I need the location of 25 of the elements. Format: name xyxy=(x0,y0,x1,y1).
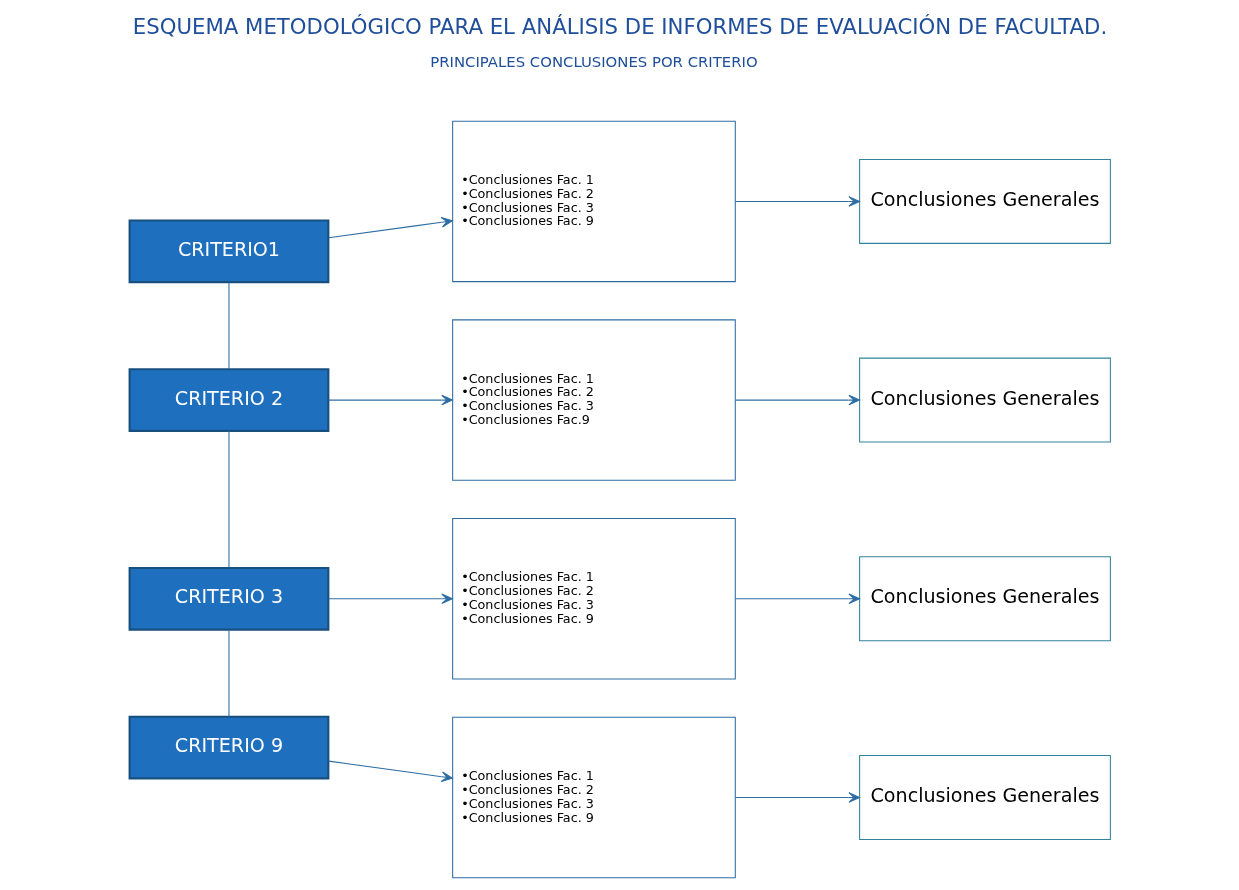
node-box: Conclusiones Generales xyxy=(858,556,1111,642)
connector xyxy=(227,629,229,717)
node-box: CRITERIO 9 xyxy=(128,715,329,780)
connector xyxy=(227,282,229,370)
label: PRINCIPALES CONCLUSIONES POR CRITERIO xyxy=(429,53,758,72)
arrow xyxy=(734,196,860,207)
node-box: CRITERIO 2 xyxy=(128,368,329,432)
node-box: Conclusiones Generales xyxy=(858,158,1111,244)
node-box: •Conclusiones Fac. 1 •Conclusiones Fac. 2 •Conclusiones Fac. 3 •Conclusiones Fac. 9 xyxy=(451,518,736,680)
node-box: Conclusiones Generales xyxy=(858,755,1111,840)
arrow xyxy=(734,394,860,406)
arrow xyxy=(327,593,453,605)
arrow xyxy=(327,760,453,782)
node-box: •Conclusiones Fac. 1 •Conclusiones Fac. 2 •Conclusiones Fac. 3 •Conclusiones Fac. 9 xyxy=(451,120,736,283)
node-box: CRITERIO1 xyxy=(128,219,329,284)
arrow xyxy=(327,216,453,239)
connector xyxy=(227,430,229,569)
arrow xyxy=(734,792,860,803)
arrow xyxy=(327,394,453,406)
node-box: CRITERIO 3 xyxy=(128,566,329,631)
diagram-title: ESQUEMA METODOLÓGICO PARA EL ANÁLISIS DE INFORMES DE EVALUACIÓN DE FACULTAD. xyxy=(132,13,1107,39)
node-box: •Conclusiones Fac. 1 •Conclusiones Fac. 2 •Conclusiones Fac. 3 •Conclusiones Fac. 9 xyxy=(451,716,736,879)
node-box: Conclusiones Generales xyxy=(858,357,1111,443)
arrow xyxy=(734,593,860,605)
node-box: •Conclusiones Fac. 1 •Conclusiones Fac. 2 •Conclusiones Fac. 3 •Conclusiones Fac.9 xyxy=(451,319,736,481)
